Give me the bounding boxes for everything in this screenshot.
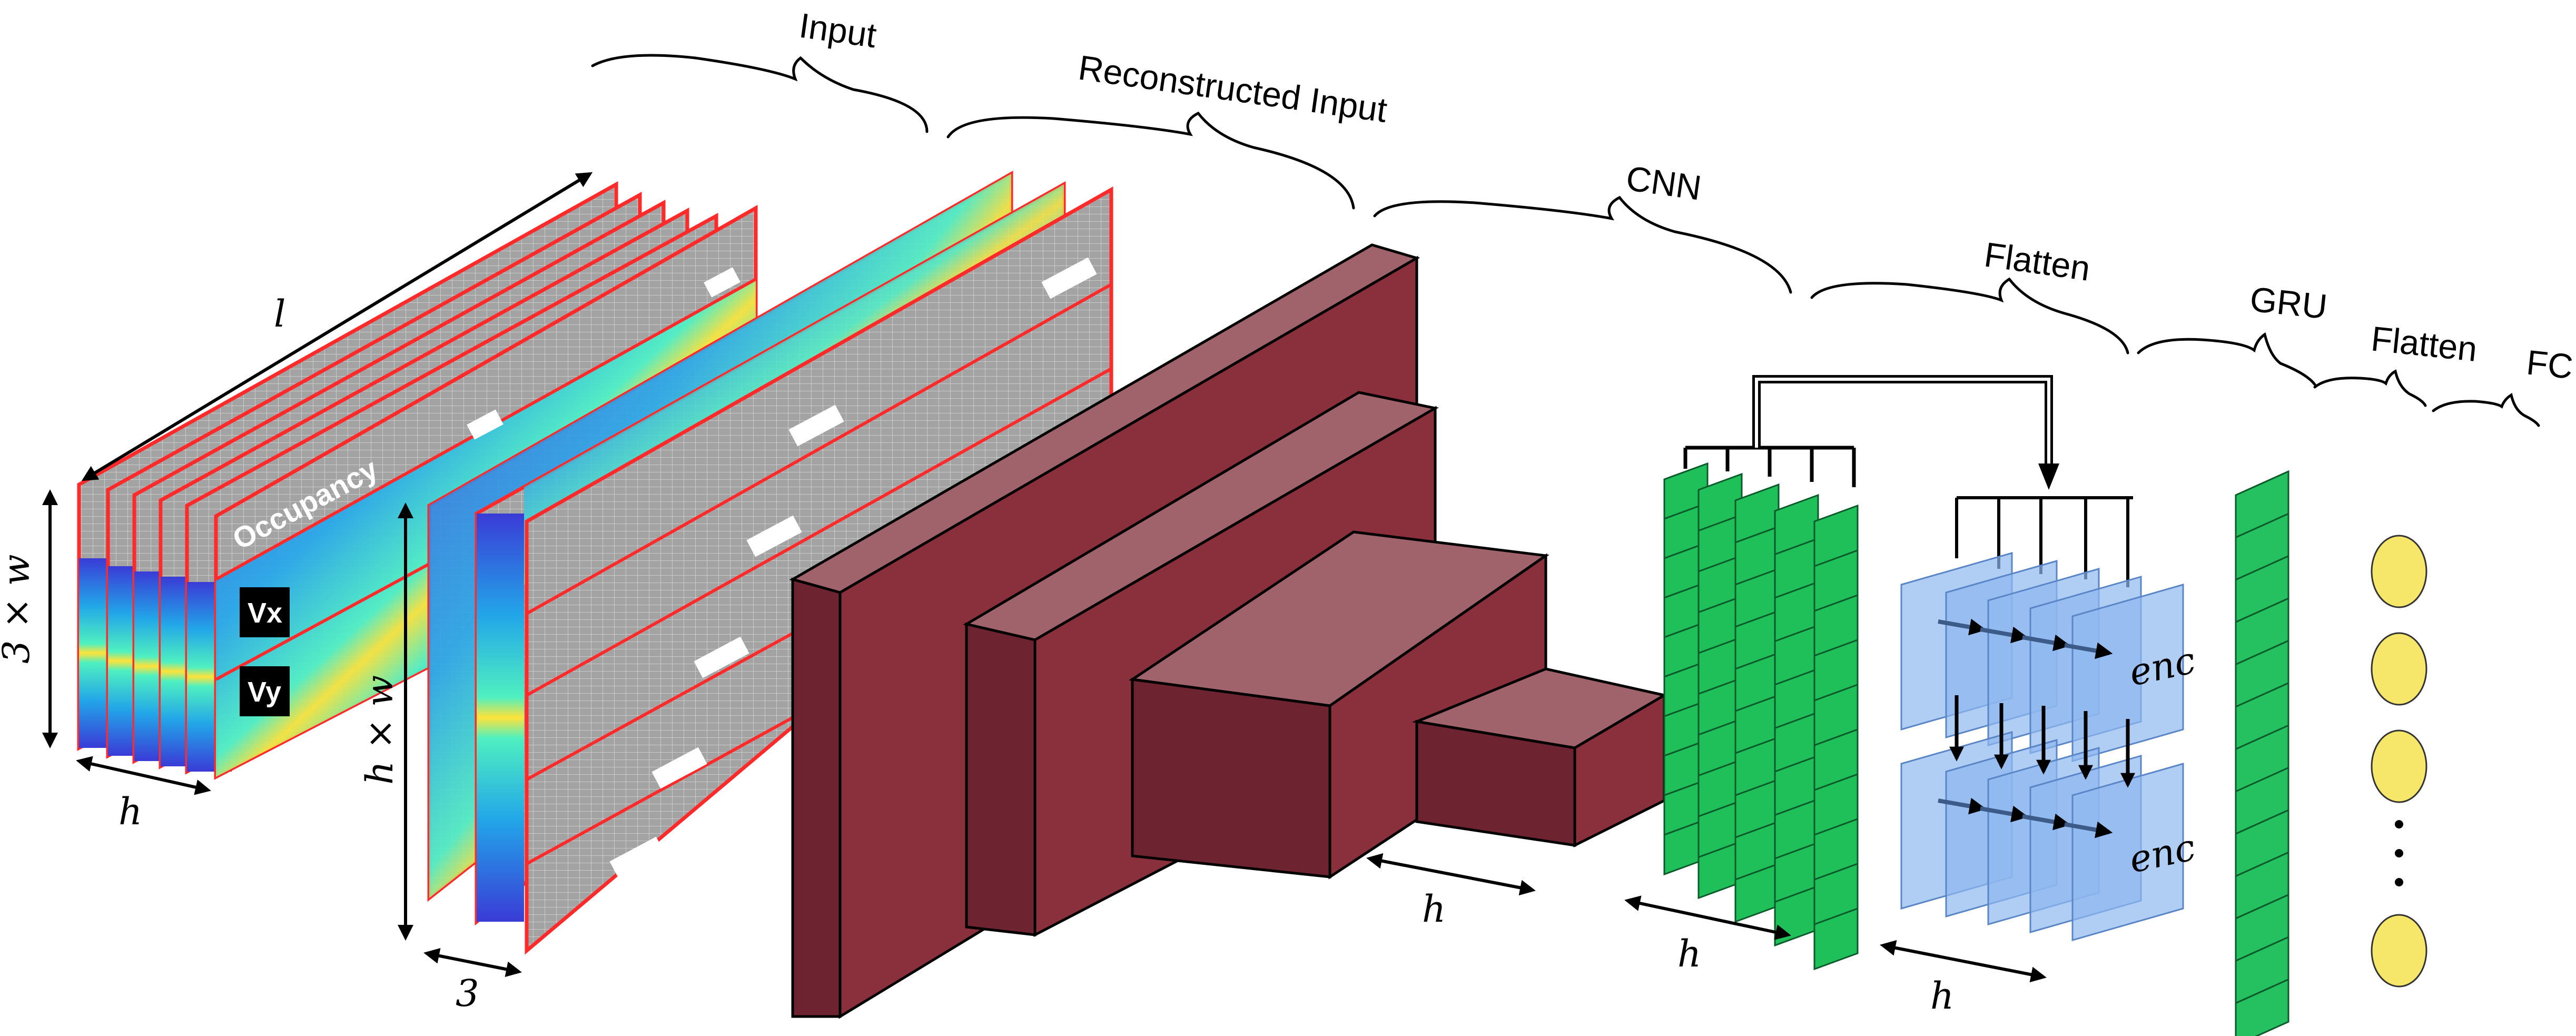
encoder-row-1 [1900,552,2184,762]
cnn-block-3 [1129,530,1549,880]
encoder-down-arrows [1949,695,2135,788]
flatten-column [1774,494,1819,947]
h-enc-dimension-arrow [1880,940,2047,983]
gru-brace [2137,332,2316,386]
flatten-brace-2 [2313,369,2427,407]
encoder-panel [2071,584,2184,762]
three-dimension-arrow [423,948,522,978]
gru-label: GRU [2248,279,2330,326]
fc-nodes [2371,535,2427,988]
encoder-flow-arrow [1938,618,1987,636]
h-input-dimension-arrow [76,756,211,795]
gru-column [2235,470,2289,1036]
input-label: Input [797,6,879,55]
h-input-label: h [119,790,142,833]
encoder-flow-arrow [1980,626,2029,644]
encoder-flow-arrow [1938,797,1987,815]
encoder-flow-arrow [2022,634,2071,652]
fc-node [2371,535,2427,608]
cnn-blocks [789,243,1668,1019]
flatten-cell [1813,907,1859,971]
encoder-panel [2071,763,2184,941]
h-flatten-dimension-arrow [1624,895,1791,940]
flatten-column [1663,462,1709,876]
fc-node [2371,914,2427,988]
reconstructed-brace [946,111,1355,210]
l-dimension-arrow [81,172,593,481]
encoder-flow-arrow [2064,821,2113,838]
h-flatten-label: h [1677,932,1701,975]
vx-badge: Vx [240,587,290,637]
fc-brace [2432,393,2540,427]
vy-label: Vy [248,676,281,708]
gru-cell [2235,978,2289,1036]
flatten-connector [1683,375,2059,490]
flatten-column [1697,472,1743,900]
flatten-brace-1 [1810,277,2129,354]
fc-dot [2395,820,2403,828]
encoder-flow-arrow [2064,642,2113,659]
encoder-section: enc enc [1900,496,2199,941]
fc-node [2371,729,2427,803]
vy-badge: Vy [240,666,290,716]
three-label: 3 [456,972,479,1015]
h-enc-label: h [1930,974,1954,1018]
flatten-column [1813,504,1859,971]
reconstructed-label: Reconstructed Input [1076,48,1389,130]
fc-node [2371,632,2427,706]
hw-label: h × w [358,675,401,785]
encoder-flow-arrow [2022,813,2071,831]
l-label: l [274,292,285,336]
input-brace [591,54,929,133]
flatten-columns [1663,462,1859,971]
fc-dot [2395,849,2403,857]
fc-label: FC [2525,342,2575,386]
h-cnn-dimension-arrow [1366,853,1536,896]
fc-dot [2395,878,2403,886]
cnn-label: CNN [1624,159,1704,208]
flatten-column [1734,483,1780,923]
flatten-label-1: Flatten [1982,235,2093,288]
cnn-brace [1373,195,1792,294]
encoder-flow-arrow [1980,805,2029,823]
vx-label: Vx [248,597,282,629]
three-w-label: 3 × w [0,554,38,664]
h-cnn-label: h [1422,887,1446,931]
encoder-row-2 [1900,731,2184,941]
flatten-label-2: Flatten [2370,319,2479,369]
